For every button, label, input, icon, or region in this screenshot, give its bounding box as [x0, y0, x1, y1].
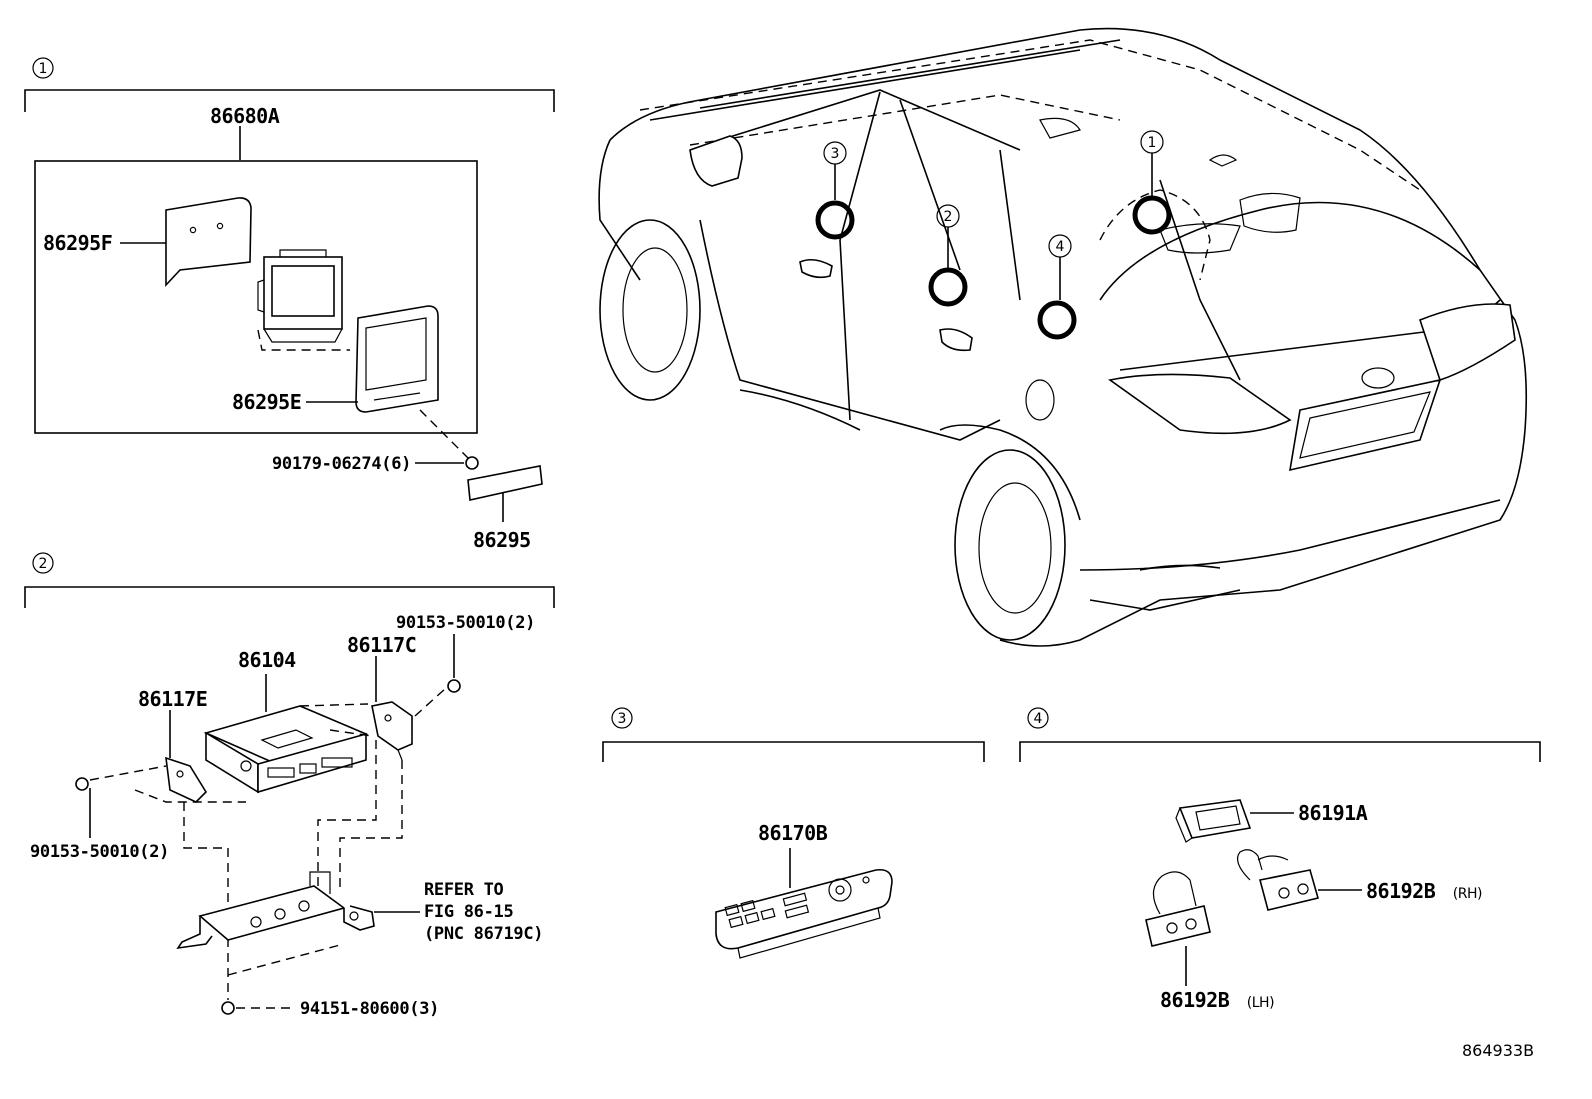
- part-86192B-lh-drawing: [1145, 871, 1211, 947]
- part-90153-right-label[interactable]: 90153-50010(2): [396, 613, 535, 633]
- group-2: 2 86104 86117C 86117E: [24, 552, 555, 1019]
- vehicle-marker-3: 3: [815, 141, 855, 240]
- part-86117C-label[interactable]: 86117C: [347, 633, 417, 657]
- diagram-id: 864933B: [1462, 1041, 1534, 1060]
- part-86170B-remote-drawing: [715, 868, 893, 959]
- svg-text:2: 2: [944, 209, 953, 225]
- part-90179-drawing: [465, 456, 479, 470]
- group-3-bracket: [602, 741, 985, 762]
- group-4-bracket: [1019, 741, 1541, 762]
- group-2-badge: 2: [32, 552, 54, 574]
- part-86191A-label[interactable]: 86191A: [1298, 801, 1368, 825]
- refer-note-line-1: REFER TO: [424, 880, 504, 900]
- part-86192B-rh-label[interactable]: 86192B (RH): [1366, 879, 1483, 903]
- group-1-bracket: [24, 89, 555, 112]
- group-2-bracket: [24, 586, 555, 608]
- part-86117E-drawing: [165, 756, 208, 803]
- svg-text:3: 3: [618, 711, 627, 727]
- vehicle-marker-4: 4: [1037, 234, 1077, 340]
- part-86192B-rh-drawing: [1237, 849, 1319, 911]
- part-86170B-label[interactable]: 86170B: [758, 821, 828, 845]
- part-86117E-label[interactable]: 86117E: [138, 687, 208, 711]
- svg-text:3: 3: [831, 146, 840, 162]
- part-86192B-lh-label[interactable]: 86192B (LH): [1160, 988, 1275, 1012]
- vehicle-marker-2: 2: [928, 204, 968, 307]
- group-1-badge: 1: [32, 57, 54, 79]
- part-90153-left-label[interactable]: 90153-50010(2): [30, 842, 169, 862]
- svg-text:2: 2: [39, 556, 48, 572]
- group-1: 1 86680A 86295F 86295E: [24, 57, 555, 552]
- part-86295-drawing: [467, 465, 543, 501]
- part-86295-label[interactable]: 86295: [473, 528, 531, 552]
- part-86295E-drawing: [355, 305, 439, 413]
- part-94151-label[interactable]: 94151-80600(3): [300, 999, 439, 1019]
- group-4: 4 86191A 86192B (RH): [1019, 707, 1541, 1012]
- part-86117C-drawing: [371, 701, 413, 761]
- part-86104-label[interactable]: 86104: [238, 648, 297, 672]
- part-90179-label[interactable]: 90179-06274(6): [272, 454, 411, 474]
- part-86680A-label[interactable]: 86680A: [210, 104, 280, 128]
- part-monitor-unit-drawing: [257, 249, 343, 343]
- group-3: 3 86170B: [602, 707, 985, 959]
- svg-text:4: 4: [1056, 239, 1065, 255]
- part-94151-drawing: [221, 1001, 235, 1015]
- svg-text:1: 1: [1148, 135, 1157, 151]
- part-86295F-label[interactable]: 86295F: [43, 231, 113, 255]
- svg-text:1: 1: [39, 61, 48, 77]
- vehicle-drawing: [598, 27, 1528, 647]
- part-86104-drawing: [203, 705, 369, 794]
- bolt-right-drawing: [447, 679, 461, 693]
- refer-note-line-2[interactable]: FIG 86-15: [424, 902, 514, 922]
- lower-bracket-drawing: [176, 871, 375, 950]
- group-4-badge: 4: [1027, 707, 1049, 729]
- bolt-left-drawing: [75, 777, 89, 791]
- part-86295E-label[interactable]: 86295E: [232, 390, 302, 414]
- svg-text:4: 4: [1034, 711, 1043, 727]
- group-3-badge: 3: [611, 707, 633, 729]
- assembly-frame: [34, 160, 478, 434]
- vehicle-marker-1: 1: [1132, 130, 1172, 235]
- refer-note-line-3[interactable]: (PNC 86719C): [424, 924, 544, 944]
- part-86295F-drawing: [165, 197, 252, 288]
- part-86191A-drawing: [1175, 799, 1252, 843]
